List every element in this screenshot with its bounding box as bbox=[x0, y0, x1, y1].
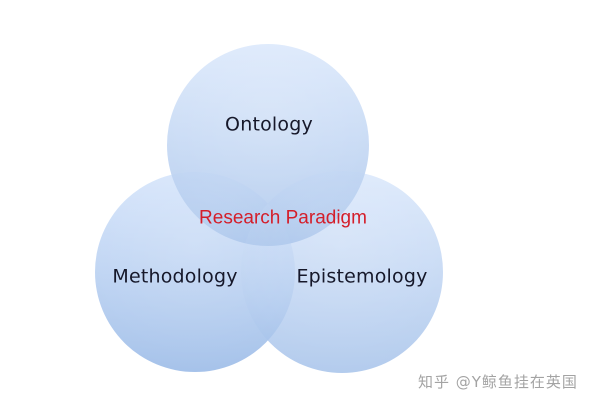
watermark: 知乎 @Y鲸鱼挂在英国 bbox=[418, 373, 578, 391]
ontology-label: Ontology bbox=[225, 113, 313, 136]
methodology-highlight bbox=[95, 172, 295, 372]
epistemology-label: Epistemology bbox=[296, 265, 428, 288]
epistemology-highlight bbox=[241, 171, 443, 373]
research-paradigm-label: Research Paradigm bbox=[199, 207, 367, 229]
methodology-label: Methodology bbox=[112, 265, 238, 288]
